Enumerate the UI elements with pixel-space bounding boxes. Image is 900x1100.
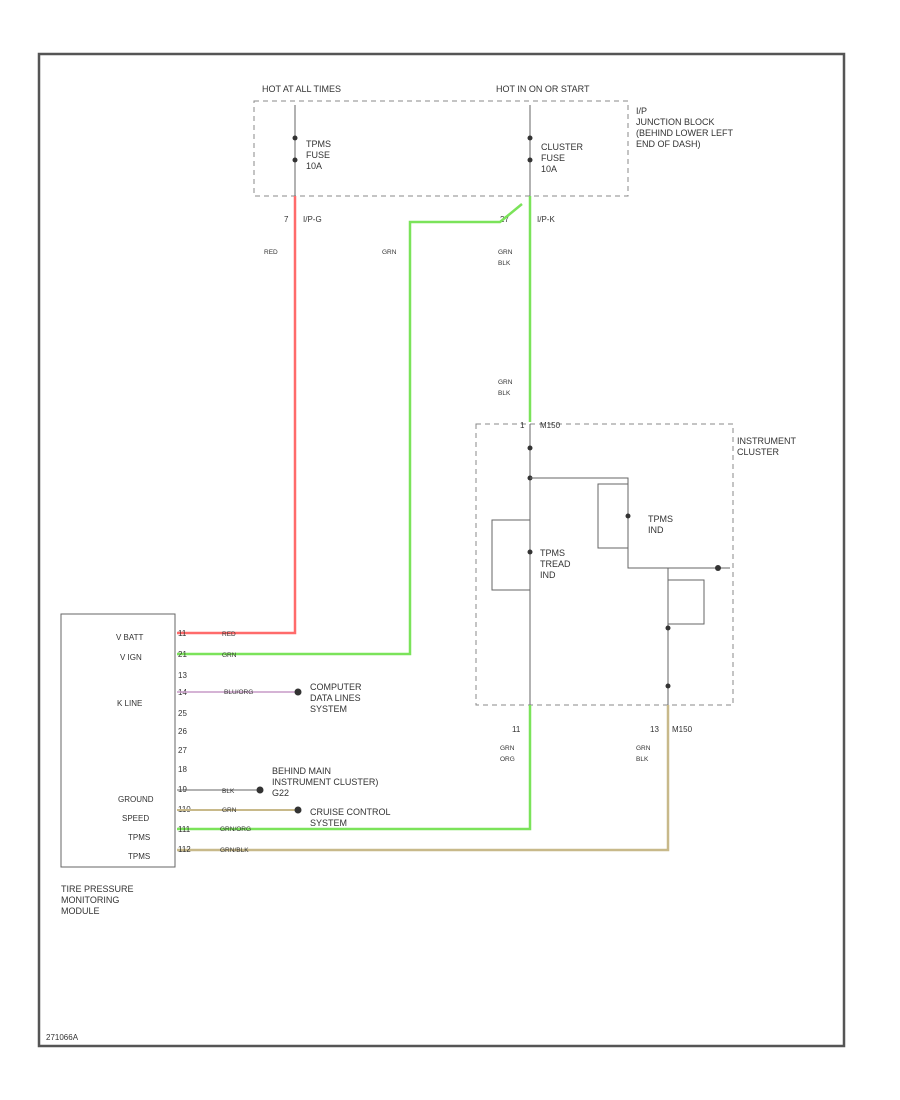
pin-num: 13 [178, 671, 187, 680]
diagram-frame [37, 52, 846, 1048]
junction-block-label: I/P JUNCTION BLOCK (BEHIND LOWER LEFT EN… [636, 106, 735, 149]
module-name: TIRE PRESSURE MONITORING MODULE [61, 884, 136, 916]
instrument-cluster-box [475, 423, 734, 706]
cluster-pin-out1: 11 [512, 725, 521, 734]
module-pin-row: V BATT 11 [116, 629, 187, 642]
pin-num: 112 [178, 845, 191, 854]
cluster-node-1 [527, 445, 533, 451]
speed-arrow [294, 806, 302, 814]
grn-blk-label-b: GRN BLK [498, 379, 514, 397]
jb-pin1: 7 [284, 215, 289, 224]
grn-ign-wire [177, 203, 523, 656]
pin-num: 18 [178, 765, 187, 774]
module-pin-row: V IGN 21 [120, 650, 187, 662]
blu-org-label: BLU/ORG [224, 689, 253, 696]
pin-label: V BATT [116, 633, 144, 642]
fuse1-terminal-bottom [292, 157, 298, 163]
module-pin-row: TPMS 112 [128, 845, 191, 861]
fuse2-terminal-top [527, 135, 533, 141]
red-near-module-label: RED [222, 631, 236, 638]
module-pin-row: TPMS 111 [128, 825, 191, 842]
tpms-tread-lamp [491, 519, 531, 591]
pin-num: 27 [178, 746, 187, 755]
grn-blk-tan-wire [177, 705, 670, 852]
grn-blk-label-a: GRN BLK [498, 249, 514, 267]
hot-in-on-start-label: HOT IN ON OR START [496, 84, 590, 94]
tpms-tread-node [527, 549, 533, 555]
cluster-node-3 [665, 625, 671, 631]
cluster-output-node [715, 565, 721, 571]
k-line-arrow [294, 688, 302, 696]
pin-label: SPEED [122, 814, 149, 823]
jb-conn1: I/P-G [303, 215, 322, 224]
ground-arrow [256, 786, 264, 794]
pin-num: 21 [178, 650, 187, 659]
grn-speed-label: GRN [222, 807, 237, 814]
tpms-module-box [60, 613, 176, 868]
blk-label: BLK [222, 788, 235, 795]
grn-blk-label: GRN/BLK [220, 847, 249, 854]
tpms-ind-label: TPMS IND [648, 514, 676, 535]
pin-label: GROUND [118, 795, 154, 804]
pin-num: 11 [178, 629, 187, 638]
instrument-cluster-label: INSTRUMENT CLUSTER [737, 436, 798, 457]
pin-num: 25 [178, 709, 187, 718]
grn-org-v-label: GRN ORG [500, 745, 516, 763]
jb-conn2: I/P-K [537, 215, 555, 224]
cluster-conn-name: M150 [540, 421, 561, 430]
red-wire [177, 196, 297, 635]
cruise-control-label: CRUISE CONTROL SYSTEM [310, 807, 393, 828]
grn-wire-label: GRN [382, 249, 397, 256]
tpms-ind-node [625, 513, 631, 519]
pin-label: K LINE [117, 699, 142, 708]
cluster-pin-out2: 13 [650, 725, 659, 734]
pin-label: TPMS [128, 852, 150, 861]
hot-at-all-times-label: HOT AT ALL TIMES [262, 84, 341, 94]
tpms-tread-label: TPMS TREAD IND [540, 548, 573, 580]
ground-location-label: BEHIND MAIN INSTRUMENT CLUSTER) G22 [272, 766, 381, 798]
cluster-conn-out: M150 [672, 725, 693, 734]
grn-org-label: GRN/ORG [220, 826, 251, 833]
pin-label: V IGN [120, 653, 142, 662]
cluster-node-4 [665, 683, 671, 689]
fuse2-terminal-bottom [527, 157, 533, 163]
red-wire-label: RED [264, 249, 278, 256]
pin-num: 26 [178, 727, 187, 736]
computer-data-lines-label: COMPUTER DATA LINES SYSTEM [310, 682, 364, 714]
grn-org-wire [177, 705, 532, 831]
fuse1-label: TPMS FUSE 10A [306, 139, 334, 171]
pin-num: 111 [178, 825, 191, 834]
diagram-code: 271066A [46, 1033, 79, 1042]
fuse2-label: CLUSTER FUSE 10A [541, 142, 586, 174]
fuse1-terminal-top [292, 135, 298, 141]
grn-blk-v-label: GRN BLK [636, 745, 652, 763]
grn-near-module-label: GRN [222, 652, 237, 659]
pin-label: TPMS [128, 833, 150, 842]
cluster-resistor [667, 579, 705, 625]
cluster-conn-pin: 1 [520, 421, 525, 430]
